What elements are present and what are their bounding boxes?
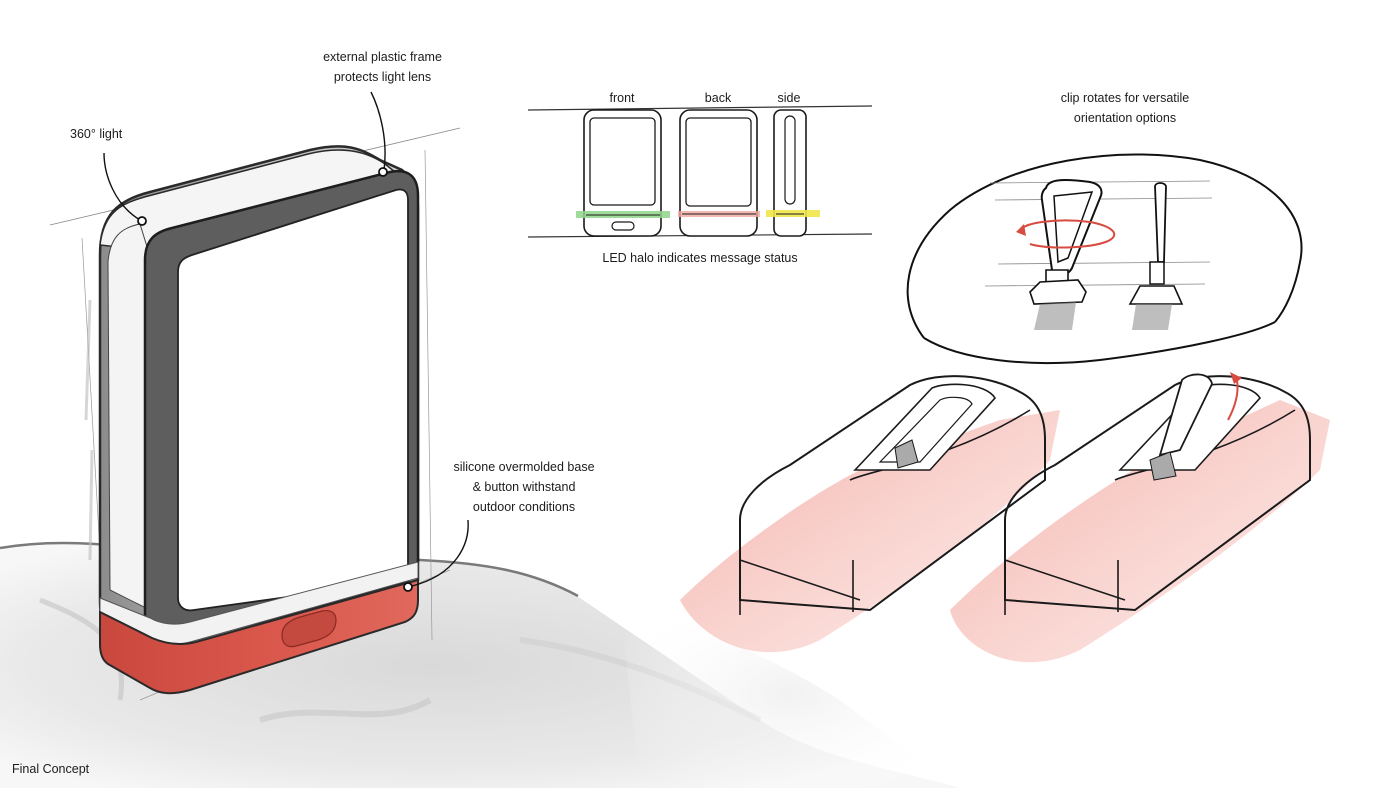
footer-title-text: Final Concept bbox=[12, 762, 90, 776]
callout-base-line3: outdoor conditions bbox=[472, 500, 576, 514]
view-label-back-text: back bbox=[704, 91, 732, 105]
callout-base-line1: silicone overmolded base bbox=[453, 460, 595, 474]
callout-silicone-base: silicone overmolded base & button withst… bbox=[440, 457, 608, 517]
view-label-back: back bbox=[692, 88, 744, 108]
clip-detail-callout bbox=[906, 153, 1303, 364]
callout-led-halo: LED halo indicates message status bbox=[590, 248, 810, 268]
callout-360-light-text: 360° light bbox=[70, 127, 123, 141]
front-view-drawing bbox=[576, 109, 670, 237]
view-label-front: front bbox=[596, 88, 648, 108]
view-label-side: side bbox=[766, 88, 812, 108]
callout-frame-line2: protects light lens bbox=[333, 70, 432, 84]
footer-title: Final Concept bbox=[12, 759, 89, 779]
view-label-front-text: front bbox=[609, 91, 635, 105]
top-down-device-right bbox=[1004, 372, 1311, 615]
orthographic-views bbox=[527, 105, 873, 238]
callout-base-line2: & button withstand bbox=[472, 480, 576, 494]
callout-360-light: 360° light bbox=[70, 124, 122, 144]
side-view-drawing bbox=[766, 109, 820, 237]
callout-clip-line1: clip rotates for versatile bbox=[1060, 91, 1190, 105]
back-view-drawing bbox=[678, 109, 760, 237]
callout-frame-line1: external plastic frame bbox=[323, 50, 442, 64]
top-down-sketches bbox=[680, 372, 1330, 663]
top-down-device-left bbox=[739, 375, 1046, 615]
callout-clip-line2: orientation options bbox=[1073, 111, 1177, 125]
callout-led-halo-text: LED halo indicates message status bbox=[602, 251, 798, 265]
view-label-side-text: side bbox=[777, 91, 801, 105]
callout-external-frame: external plastic frame protects light le… bbox=[310, 47, 455, 87]
callout-leaders bbox=[103, 91, 469, 592]
callout-clip-rotates: clip rotates for versatile orientation o… bbox=[1040, 88, 1210, 128]
main-device-sketch bbox=[49, 127, 461, 701]
